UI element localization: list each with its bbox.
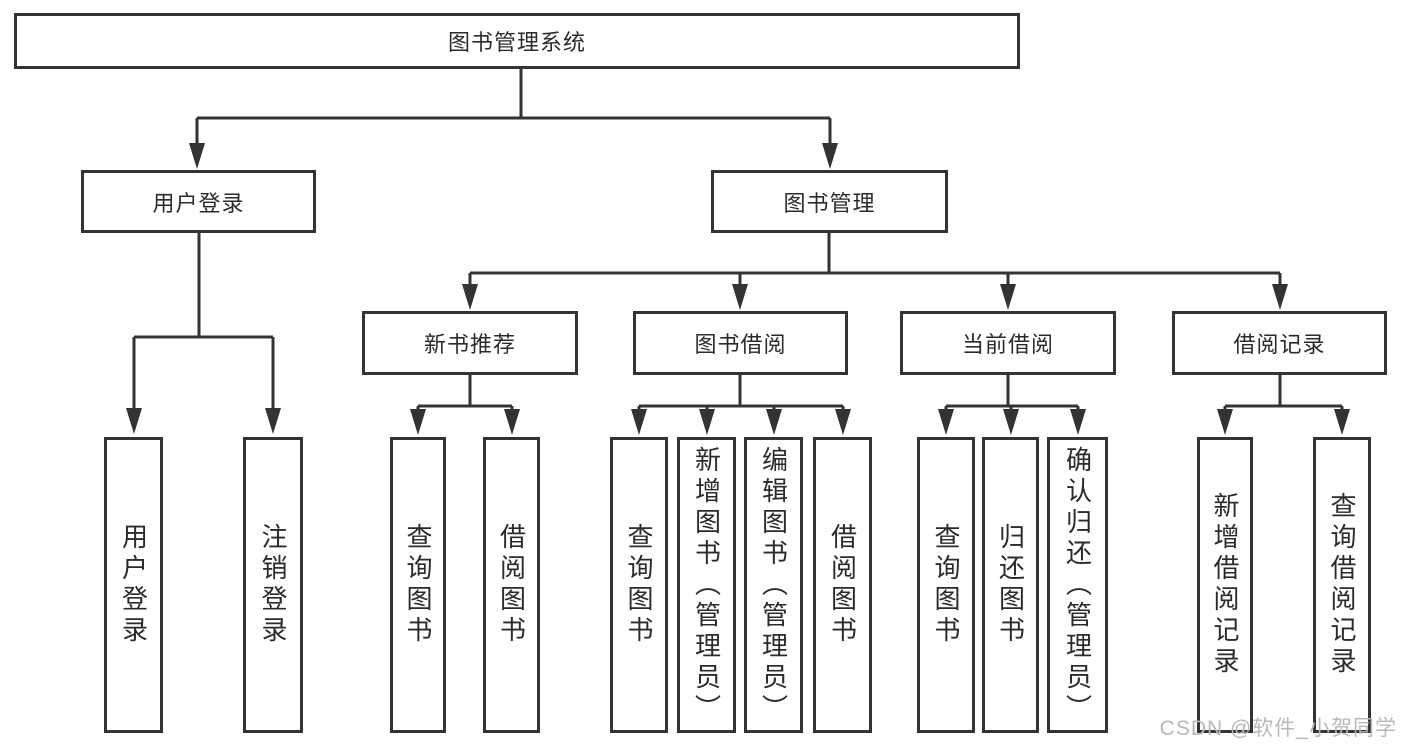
arrow-down-icon xyxy=(189,143,205,169)
node-label: 图书借阅 xyxy=(694,332,787,357)
arrow-down-icon xyxy=(1000,284,1016,310)
arrow-down-icon xyxy=(462,284,478,310)
node-label: 新书推荐 xyxy=(423,332,516,357)
node-label: 新增借阅记录 xyxy=(1210,492,1240,678)
node-label: 查询图书 xyxy=(624,523,654,647)
arrow-down-icon xyxy=(732,284,748,310)
arrow-down-icon xyxy=(265,408,281,434)
node-label: 查询图书 xyxy=(931,523,961,647)
node-label: 当前借阅 xyxy=(961,332,1054,357)
node-label: 借阅记录 xyxy=(1233,332,1326,357)
arrow-down-icon xyxy=(1003,409,1019,435)
arrow-down-icon xyxy=(766,409,782,435)
arrow-down-icon xyxy=(126,408,142,434)
node-label: 借阅图书 xyxy=(827,523,858,647)
node-label: 用户登录 xyxy=(118,523,149,647)
arrow-down-icon xyxy=(1272,284,1288,310)
arrow-down-icon xyxy=(1070,409,1086,435)
node-current-borrowing: 当前借阅 xyxy=(900,311,1116,375)
leaf-current-query-books: 查询图书 xyxy=(917,437,975,733)
node-label: 归还图书 xyxy=(995,523,1026,647)
node-label: 借阅图书 xyxy=(496,523,527,647)
arrow-down-icon xyxy=(410,409,426,435)
arrow-down-icon xyxy=(631,409,647,435)
csdn-watermark: CSDN @软件_小贺同学 xyxy=(1159,717,1397,740)
leaf-query-borrow-record: 查询借阅记录 xyxy=(1313,437,1371,733)
leaf-add-books-admin: 新增图书（管理员） xyxy=(677,437,736,733)
leaf-newbook-borrow-books: 借阅图书 xyxy=(483,437,540,733)
leaf-logout: 注销登录 xyxy=(243,437,303,733)
leaf-return-books: 归还图书 xyxy=(982,437,1039,733)
node-label: 查询借阅记录 xyxy=(1327,492,1357,678)
node-label: 编辑图书（管理员） xyxy=(758,445,789,725)
leaf-borrow-query-books: 查询图书 xyxy=(610,437,668,733)
arrow-down-icon xyxy=(504,409,520,435)
node-label: 用户登录 xyxy=(152,190,245,216)
node-new-book-recommendation: 新书推荐 xyxy=(362,311,578,375)
node-label: 注销登录 xyxy=(258,523,288,647)
node-book-borrowing: 图书借阅 xyxy=(633,311,848,375)
arrow-down-icon xyxy=(1334,409,1350,435)
leaf-add-borrow-record: 新增借阅记录 xyxy=(1197,437,1253,733)
node-label: 图书管理 xyxy=(783,190,876,216)
leaf-edit-books-admin: 编辑图书（管理员） xyxy=(744,437,803,733)
arrow-down-icon xyxy=(1217,409,1233,435)
node-library-management-system: 图书管理系统 xyxy=(14,13,1020,69)
leaf-user-login: 用户登录 xyxy=(104,437,163,733)
node-user-login-group: 用户登录 xyxy=(81,170,316,233)
node-label: 查询图书 xyxy=(403,523,433,647)
leaf-borrow-books: 借阅图书 xyxy=(813,437,872,733)
node-label: 图书管理系统 xyxy=(447,30,586,55)
leaf-confirm-return-admin: 确认归还（管理员） xyxy=(1047,437,1108,733)
arrow-down-icon xyxy=(835,409,851,435)
arrow-down-icon xyxy=(938,409,954,435)
leaf-newbook-query-books: 查询图书 xyxy=(390,437,446,733)
node-borrowing-records: 借阅记录 xyxy=(1172,311,1387,375)
arrow-down-icon xyxy=(699,409,715,435)
arrow-down-icon xyxy=(822,143,838,169)
node-label: 新增图书（管理员） xyxy=(691,445,722,725)
node-book-management: 图书管理 xyxy=(711,170,948,233)
node-label: 确认归还（管理员） xyxy=(1062,445,1093,725)
